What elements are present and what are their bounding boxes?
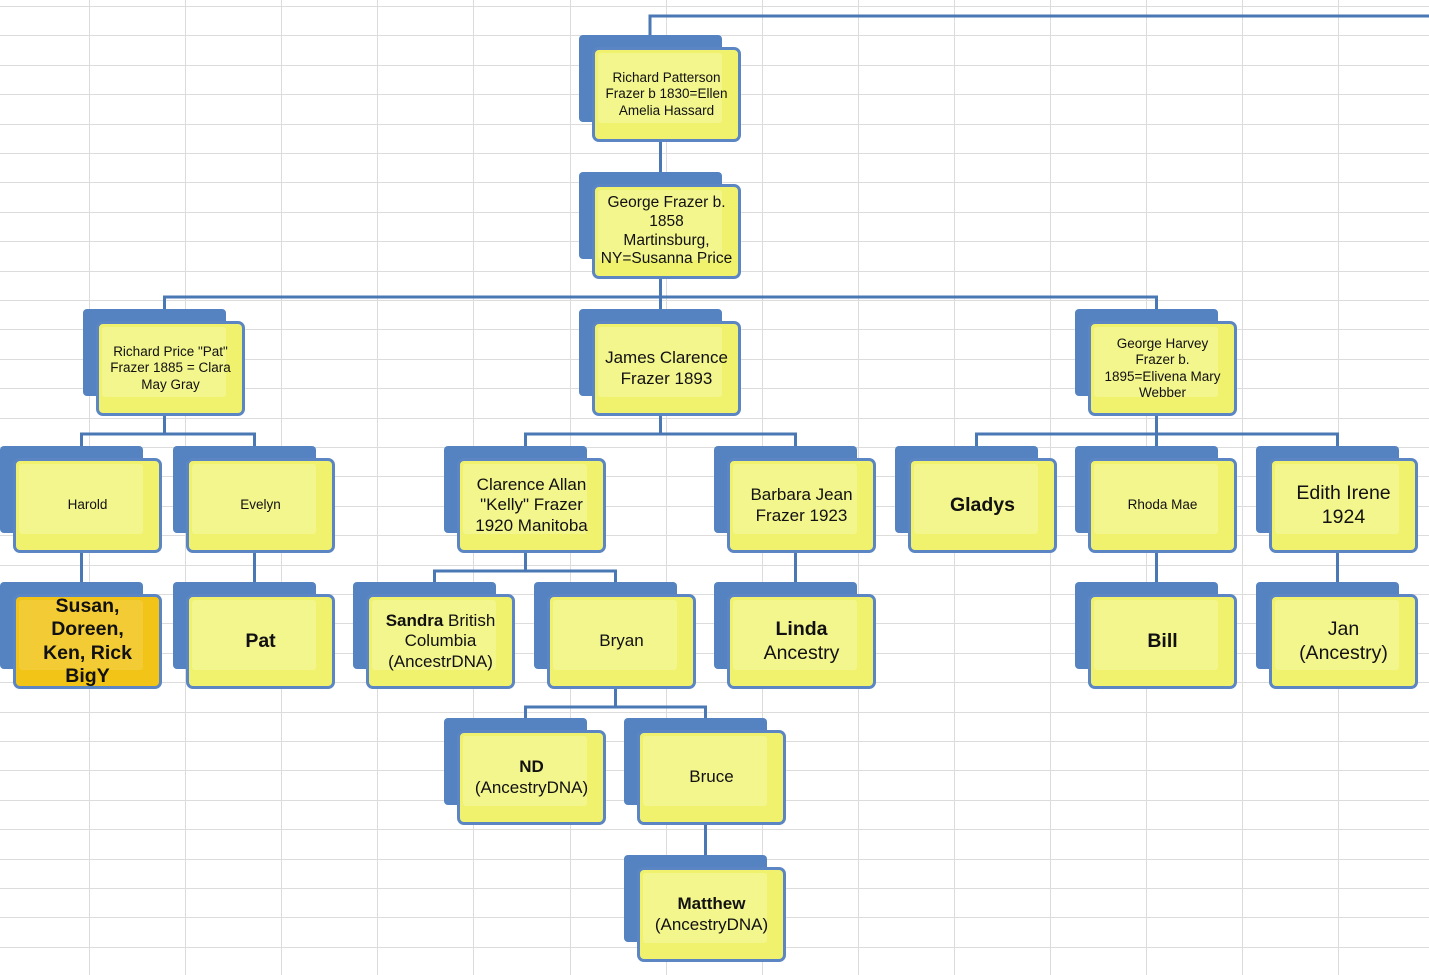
node-box: James Clarence Frazer 1893: [592, 321, 741, 416]
node-label: Rhoda Mae: [1127, 497, 1198, 513]
node-box: Sandra British Columbia (AncestrDNA): [366, 594, 515, 689]
node-label: Gladys: [949, 493, 1016, 516]
node-label: Susan, Doreen, Ken, Rick BigY: [43, 594, 132, 687]
node-label: Linda Ancestry: [763, 618, 840, 664]
node-evelyn: Evelyn: [173, 446, 335, 554]
node-box: Richard Price "Pat" Frazer 1885 = Clara …: [96, 321, 245, 416]
node-box: Clarence Allan "Kelly" Frazer 1920 Manit…: [457, 458, 606, 553]
node-box: Susan, Doreen, Ken, Rick BigY: [13, 594, 162, 689]
node-box: George Harvey Frazer b. 1895=Elivena Mar…: [1088, 321, 1237, 416]
node-label: Richard Price "Pat" Frazer 1885 = Clara …: [110, 344, 231, 392]
node-label: Sandra British Columbia (AncestrDNA): [385, 610, 496, 671]
node-bryan: Bryan: [534, 582, 696, 690]
node-label: Clarence Allan "Kelly" Frazer 1920 Manit…: [475, 474, 588, 535]
node-edith-irene: Edith Irene 1924: [1256, 446, 1418, 554]
node-gladys: Gladys: [895, 446, 1057, 554]
node-george-harvey: George Harvey Frazer b. 1895=Elivena Mar…: [1075, 309, 1237, 417]
node-label: Richard Patterson Frazer b 1830=Ellen Am…: [605, 70, 728, 118]
node-box: ND (AncestryDNA): [457, 730, 606, 825]
node-label: Evelyn: [240, 497, 281, 513]
node-pat: Pat: [173, 582, 335, 690]
node-box: Evelyn: [186, 458, 335, 553]
node-george-1858: George Frazer b. 1858 Martinsburg, NY=Su…: [579, 172, 741, 280]
node-label: Bruce: [689, 767, 734, 787]
node-label: Harold: [67, 497, 108, 513]
node-jan: Jan (Ancestry): [1256, 582, 1418, 690]
node-box: Bruce: [637, 730, 786, 825]
node-nd: ND (AncestryDNA): [444, 718, 606, 826]
node-label: Pat: [245, 629, 276, 652]
node-bill: Bill: [1075, 582, 1237, 690]
node-box: Harold: [13, 458, 162, 553]
node-box: Rhoda Mae: [1088, 458, 1237, 553]
node-label: Jan (Ancestry): [1299, 618, 1388, 664]
node-label: Bill: [1147, 629, 1178, 652]
node-richard-patterson: Richard Patterson Frazer b 1830=Ellen Am…: [579, 35, 741, 143]
node-barbara-jean: Barbara Jean Frazer 1923: [714, 446, 876, 554]
node-harold: Harold: [0, 446, 162, 554]
node-james-clarence: James Clarence Frazer 1893: [579, 309, 741, 417]
node-box: Bryan: [547, 594, 696, 689]
node-bruce: Bruce: [624, 718, 786, 826]
node-label: Matthew (AncestryDNA): [654, 894, 769, 934]
node-rhoda-mae: Rhoda Mae: [1075, 446, 1237, 554]
node-label: Barbara Jean Frazer 1923: [750, 485, 853, 525]
node-susan-group: Susan, Doreen, Ken, Rick BigY: [0, 582, 162, 690]
node-matthew: Matthew (AncestryDNA): [624, 855, 786, 963]
node-label: George Frazer b. 1858 Martinsburg, NY=Su…: [600, 194, 733, 268]
node-box: Gladys: [908, 458, 1057, 553]
node-label: George Harvey Frazer b. 1895=Elivena Mar…: [1104, 336, 1221, 400]
node-richard-price: Richard Price "Pat" Frazer 1885 = Clara …: [83, 309, 245, 417]
node-label: ND (AncestryDNA): [474, 757, 589, 797]
node-sandra: Sandra British Columbia (AncestrDNA): [353, 582, 515, 690]
node-clarence-allan: Clarence Allan "Kelly" Frazer 1920 Manit…: [444, 446, 606, 554]
node-label: James Clarence Frazer 1893: [605, 348, 728, 388]
node-linda: Linda Ancestry: [714, 582, 876, 690]
node-box: Pat: [186, 594, 335, 689]
node-box: Barbara Jean Frazer 1923: [727, 458, 876, 553]
node-box: Edith Irene 1924: [1269, 458, 1418, 553]
node-box: Richard Patterson Frazer b 1830=Ellen Am…: [592, 47, 741, 142]
node-box: Jan (Ancestry): [1269, 594, 1418, 689]
node-box: Bill: [1088, 594, 1237, 689]
node-box: George Frazer b. 1858 Martinsburg, NY=Su…: [592, 184, 741, 279]
node-box: Matthew (AncestryDNA): [637, 867, 786, 962]
node-label: Edith Irene 1924: [1296, 482, 1391, 528]
node-label: Bryan: [599, 631, 644, 651]
node-box: Linda Ancestry: [727, 594, 876, 689]
